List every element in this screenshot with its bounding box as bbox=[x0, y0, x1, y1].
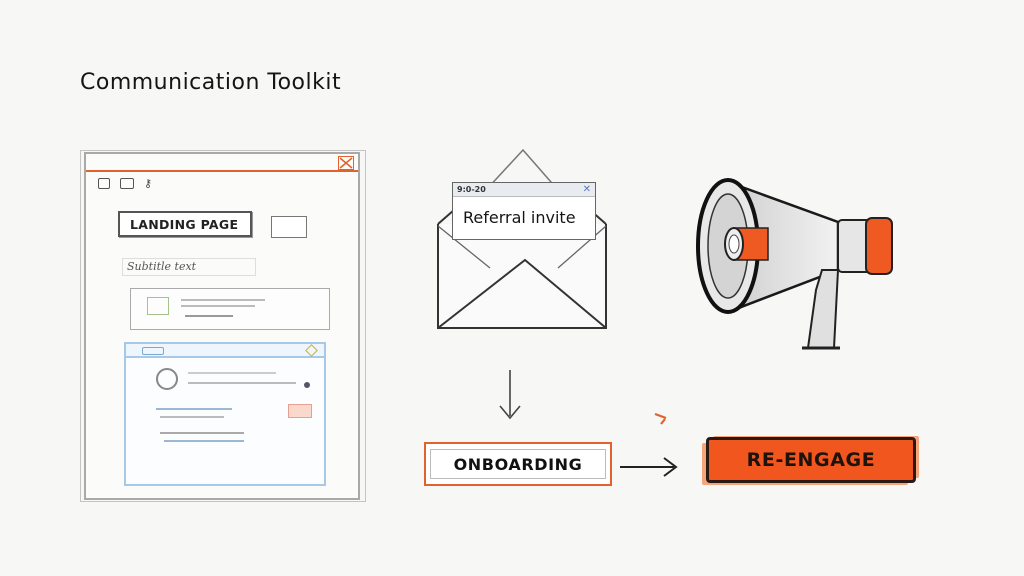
megaphone-icon bbox=[696, 178, 893, 350]
text-line bbox=[164, 440, 244, 442]
content-card bbox=[130, 288, 330, 330]
tab-icon bbox=[120, 178, 134, 189]
subtitle-field: Subtitle text bbox=[122, 258, 256, 276]
placeholder-box bbox=[271, 216, 307, 238]
status-dot bbox=[304, 382, 310, 388]
browser-toolbar: ⚷ bbox=[98, 178, 152, 189]
blue-content-panel bbox=[124, 342, 326, 486]
text-line bbox=[181, 299, 265, 301]
text-line bbox=[160, 432, 244, 434]
panel-header bbox=[126, 344, 324, 358]
browser-title-bar bbox=[86, 154, 358, 172]
page-title: Communication Toolkit bbox=[80, 70, 342, 95]
text-line bbox=[181, 305, 255, 307]
landing-page-button[interactable]: LANDING PAGE bbox=[118, 211, 252, 237]
envelope-icon bbox=[437, 148, 607, 329]
onboarding-label: ONBOARDING bbox=[430, 449, 606, 479]
text-line bbox=[188, 382, 296, 384]
avatar bbox=[156, 368, 178, 390]
panel-tab bbox=[142, 347, 164, 355]
onboarding-step[interactable]: ONBOARDING bbox=[424, 442, 612, 486]
close-icon[interactable]: ✕ bbox=[582, 184, 591, 195]
email-subject: Referral invite bbox=[463, 208, 576, 227]
key-icon: ⚷ bbox=[144, 177, 153, 190]
email-meta: 9:0-20 bbox=[457, 185, 486, 194]
email-card[interactable]: 9:0-20 ✕ Referral invite bbox=[452, 182, 596, 240]
action-button[interactable] bbox=[288, 404, 312, 418]
window-icon bbox=[98, 178, 110, 189]
close-icon bbox=[338, 156, 354, 170]
text-line bbox=[188, 372, 276, 374]
image-placeholder-icon bbox=[147, 297, 169, 315]
accent-mark-icon bbox=[654, 412, 667, 425]
text-line bbox=[160, 416, 224, 418]
text-line bbox=[185, 315, 233, 317]
text-line bbox=[156, 408, 232, 410]
diamond-icon bbox=[305, 344, 318, 357]
down-arrow-icon bbox=[499, 370, 521, 420]
right-arrow-icon bbox=[620, 457, 678, 477]
email-header: 9:0-20 ✕ bbox=[453, 183, 595, 197]
re-engage-button[interactable]: RE-ENGAGE bbox=[706, 437, 916, 483]
